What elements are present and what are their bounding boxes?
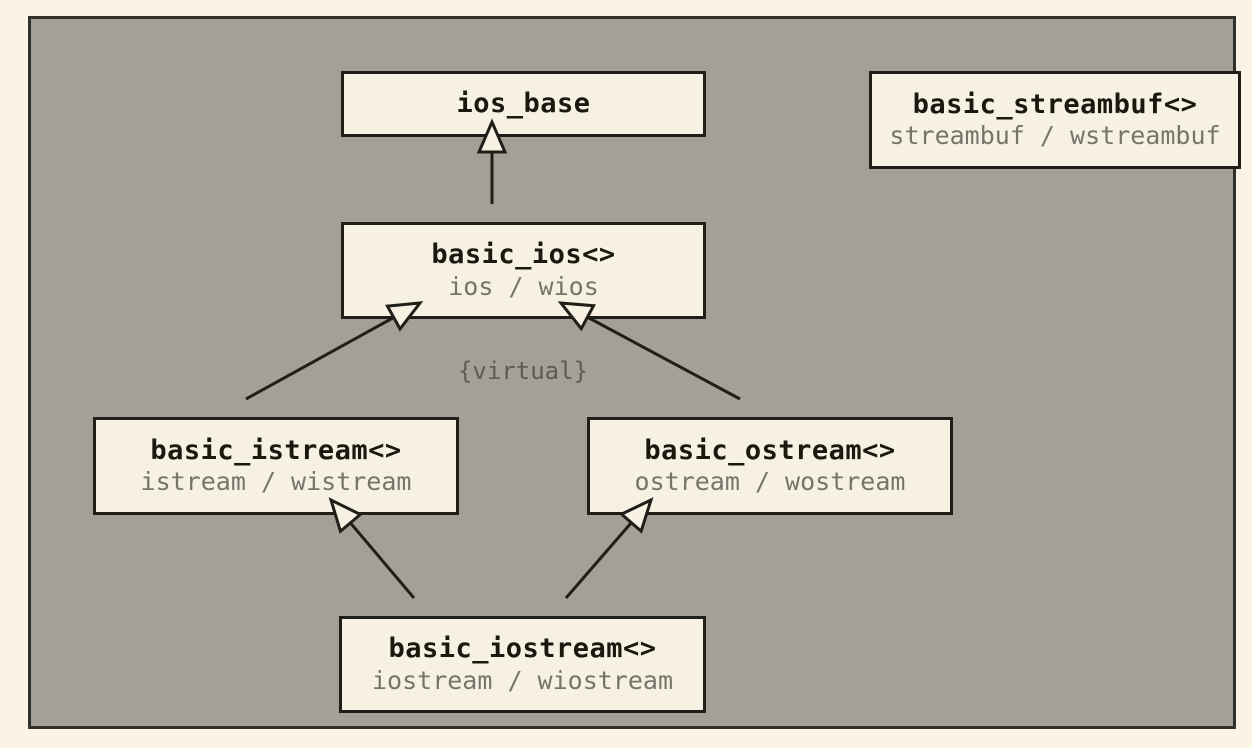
class-typedefs: ios / wios: [448, 271, 599, 301]
class-box-basic-streambuf: basic_streambuf<> streambuf / wstreambuf: [869, 71, 1241, 169]
diagram-panel: ios_base basic_streambuf<> streambuf / w…: [28, 16, 1241, 729]
class-box-basic-iostream: basic_iostream<> iostream / wiostream: [339, 616, 706, 713]
virtual-inheritance-label: {virtual}: [457, 357, 589, 385]
class-box-basic-istream: basic_istream<> istream / wistream: [93, 417, 459, 515]
class-title: basic_ios<>: [431, 239, 616, 271]
class-box-basic-ios: basic_ios<> ios / wios: [341, 222, 706, 319]
class-title: basic_streambuf<>: [912, 88, 1198, 120]
class-title: ios_base: [456, 87, 591, 119]
class-typedefs: iostream / wiostream: [371, 665, 674, 695]
class-box-basic-ostream: basic_ostream<> ostream / wostream: [587, 417, 953, 515]
class-typedefs: streambuf / wstreambuf: [889, 121, 1221, 151]
class-typedefs: istream / wistream: [140, 467, 412, 497]
class-title: basic_iostream<>: [388, 633, 657, 665]
class-typedefs: ostream / wostream: [634, 467, 906, 497]
class-title: basic_istream<>: [150, 434, 402, 466]
class-title: basic_ostream<>: [644, 434, 896, 466]
class-box-ios-base: ios_base: [341, 71, 706, 137]
